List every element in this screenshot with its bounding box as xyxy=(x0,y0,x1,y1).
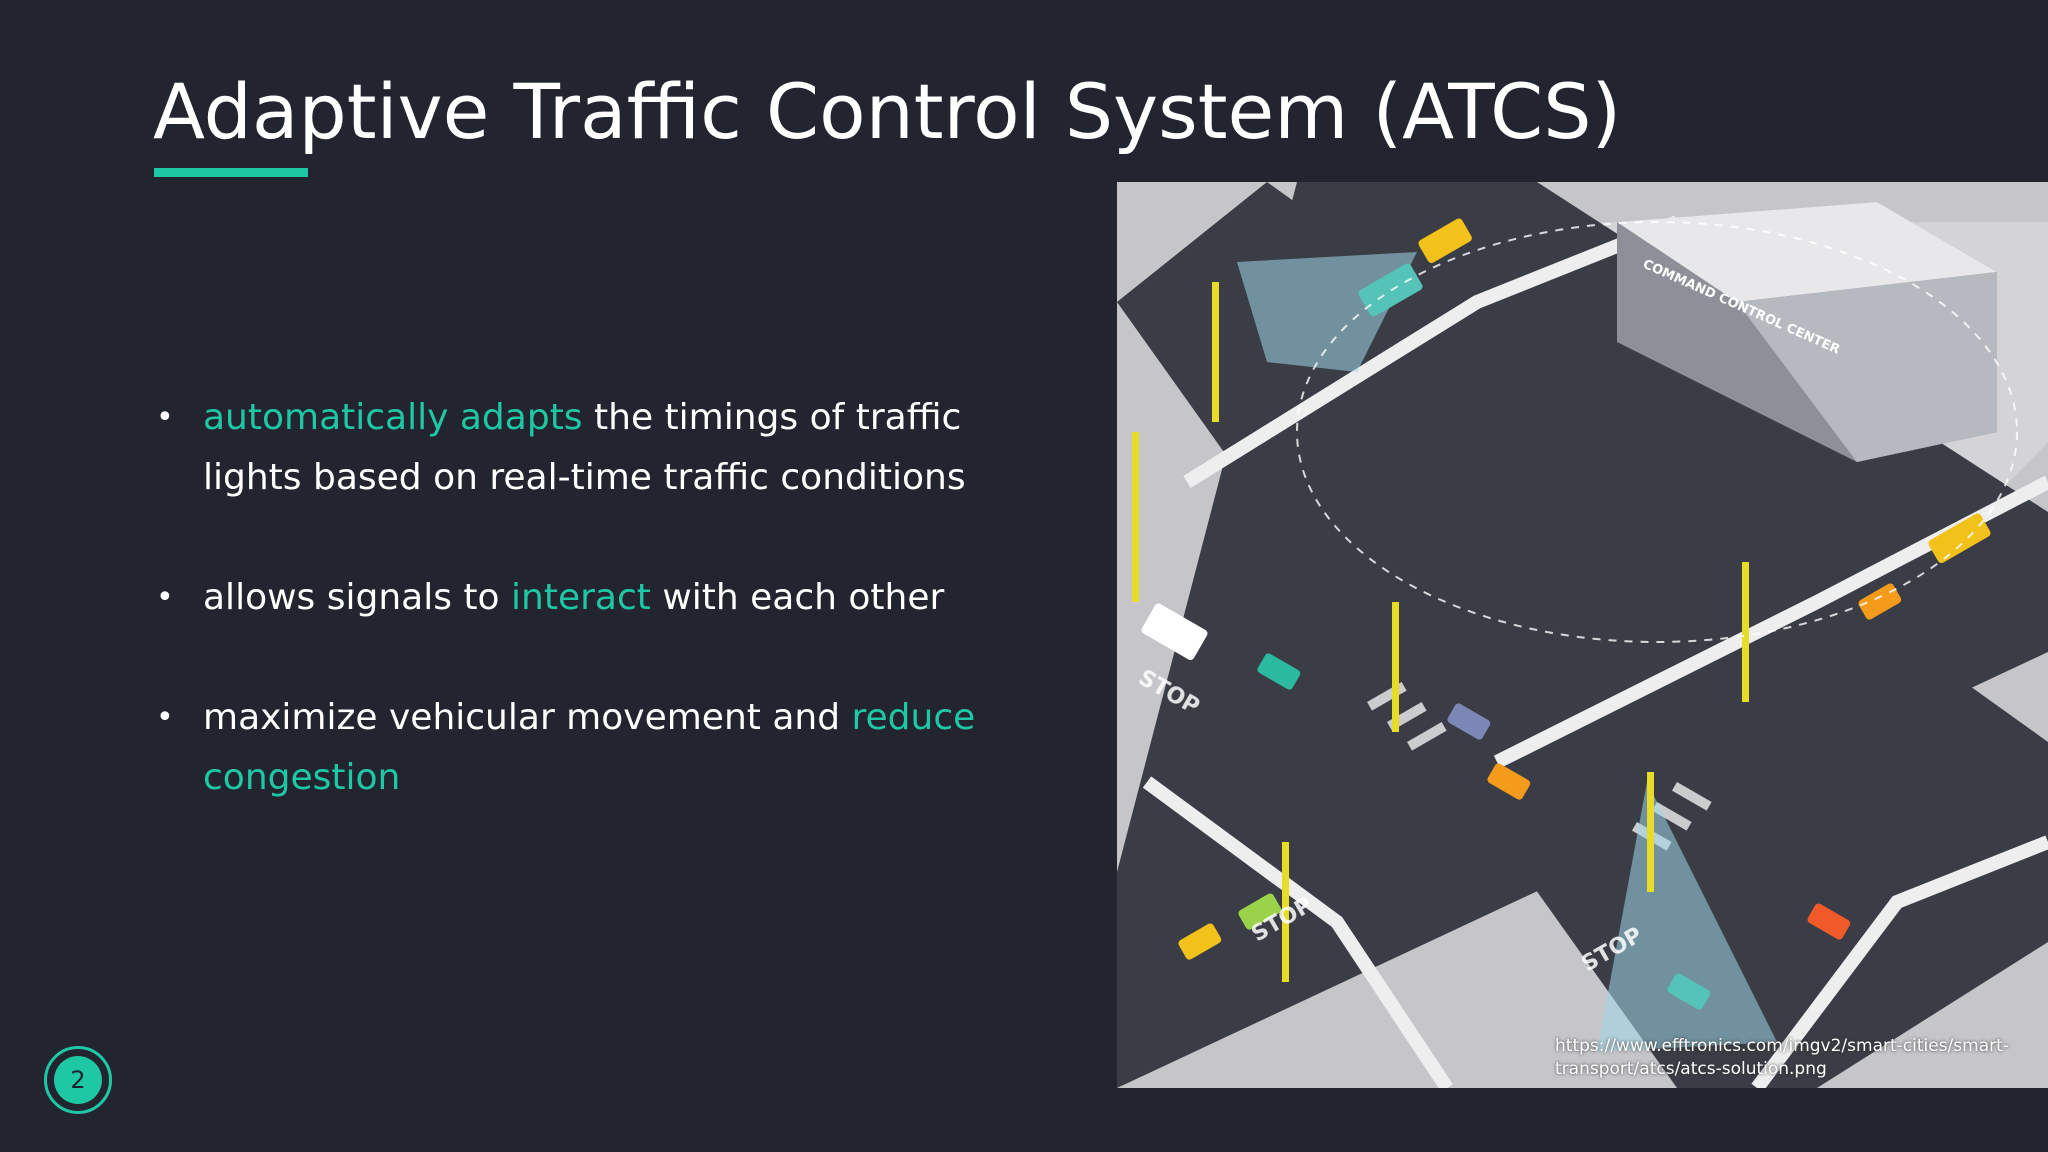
bullet-highlight: automatically adapts xyxy=(203,397,583,438)
bullet-item: • maximize vehicular movement and reduce … xyxy=(150,688,1050,808)
bullet-highlight: reduce congestion xyxy=(203,697,976,798)
bullet-text: allows signals to xyxy=(203,577,512,618)
bullet-item: • allows signals to interact with each ot… xyxy=(150,568,1050,628)
bullet-text: the timings of traffic lights based on r… xyxy=(203,397,966,498)
bullet-highlight: interact xyxy=(511,577,651,618)
bullet-icon: • xyxy=(156,400,174,435)
traffic-illustration: COMMAND CONTROL CENTER xyxy=(1117,182,2048,1088)
slide-title: Adaptive Traffic Control System (ATCS) xyxy=(153,67,1622,156)
title-underline xyxy=(154,168,308,177)
page-number-badge: 2 xyxy=(44,1046,112,1114)
bullet-icon: • xyxy=(156,700,174,735)
bullet-text: with each other xyxy=(650,577,945,618)
bullet-icon: • xyxy=(156,580,174,615)
city-intersection-illustration: COMMAND CONTROL CENTER xyxy=(1117,182,2048,1088)
bullet-list: • automatically adapts the timings of tra… xyxy=(150,388,1050,808)
page-number: 2 xyxy=(54,1056,102,1104)
image-source-caption[interactable]: https://www.efftronics.com/imgv2/smart-c… xyxy=(1555,1036,2009,1079)
bullet-item: • automatically adapts the timings of tra… xyxy=(150,388,1050,508)
bullet-text: maximize vehicular movement and xyxy=(203,697,852,738)
